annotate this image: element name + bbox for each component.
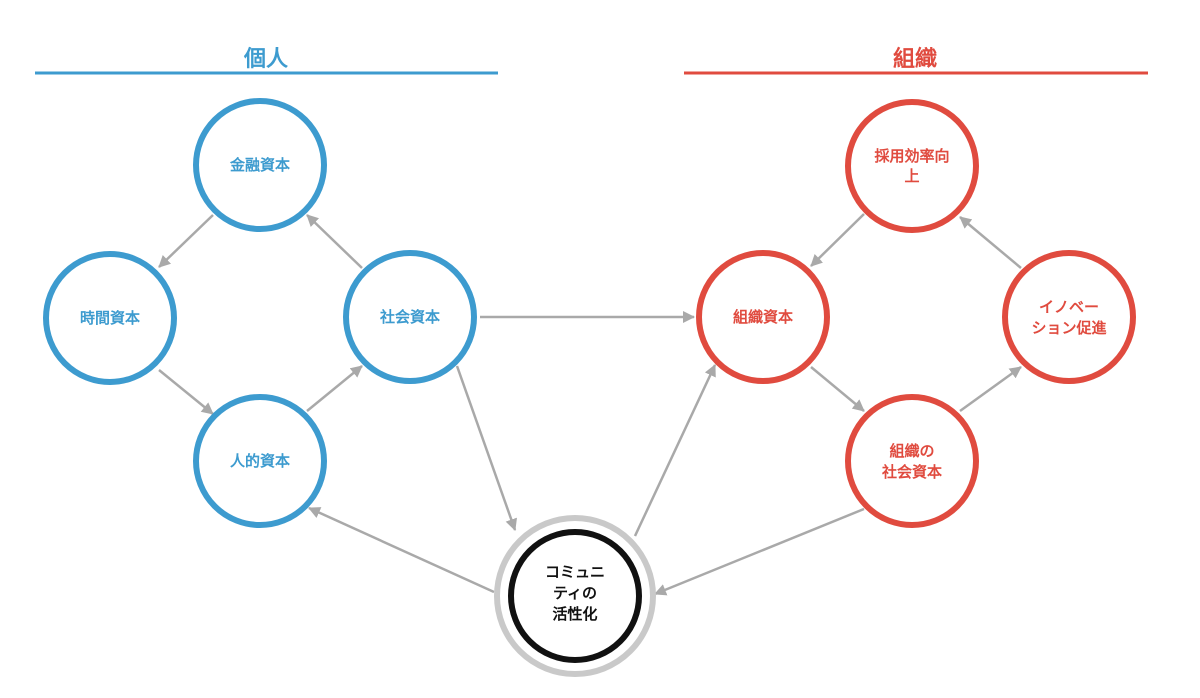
- arrow-community-to-org-capital: [633, 364, 717, 537]
- node-org-social-label-line2: 社会資本: [881, 463, 942, 481]
- node-org-capital: 組織資本: [696, 250, 830, 384]
- node-social-capital: 社会資本: [343, 250, 477, 384]
- node-time-capital: 時間資本: [43, 251, 177, 385]
- node-time-circle: [43, 251, 177, 385]
- arrow-social-to-financial: [306, 214, 363, 269]
- node-financial-label: 金融資本: [229, 156, 290, 174]
- arrow-org-social-to-innovation: [959, 365, 1022, 413]
- node-innovation-label-line2: ション促進: [1031, 319, 1107, 337]
- arrow-financial-to-time: [158, 214, 214, 268]
- personal-header-title: 個人: [243, 47, 288, 72]
- node-hiring-efficiency: 採用効率向 上: [845, 99, 979, 233]
- node-community-label-line3: 活性化: [552, 605, 597, 623]
- personal-section-header: 個人: [35, 47, 498, 75]
- node-financial-circle: [193, 98, 327, 232]
- node-org-capital-label: 組織資本: [733, 308, 793, 326]
- arrow-hiring-to-org-capital: [810, 213, 865, 267]
- arrow-community-to-human: [308, 506, 495, 594]
- node-time-label: 時間資本: [80, 309, 140, 327]
- node-innovation: イノベー ション促進: [1002, 250, 1136, 384]
- node-community-inner-circle: [508, 529, 642, 663]
- arrow-innovation-to-hiring: [959, 216, 1022, 269]
- node-community-label-line1: コミュニ: [545, 563, 605, 581]
- node-human-label: 人的資本: [230, 452, 290, 470]
- node-community-label-line2: ティの: [553, 584, 597, 602]
- organization-header-title: 組織: [893, 46, 937, 72]
- node-community-activation: コミュニ ティの 活性化: [494, 515, 656, 677]
- arrow-time-to-human: [158, 369, 214, 415]
- node-hiring-label-line1: 採用効率向: [874, 147, 949, 165]
- node-financial-capital: 金融資本: [193, 98, 327, 232]
- node-hiring-label-line2: 上: [904, 167, 919, 185]
- node-social-circle: [343, 250, 477, 384]
- arrow-org-capital-to-org-social: [810, 366, 865, 412]
- node-human-capital: 人的資本: [193, 394, 327, 528]
- organization-section-header: 組織: [684, 46, 1148, 75]
- node-org-social-circle: [845, 394, 979, 528]
- node-innovation-label-line1: イノベー: [1039, 298, 1099, 316]
- node-hiring-circle: [845, 99, 979, 233]
- arrows-layer: [158, 213, 1022, 596]
- arrow-human-to-social: [306, 365, 363, 412]
- node-human-circle: [193, 394, 327, 528]
- arrow-social-to-community: [455, 365, 517, 531]
- node-innovation-circle: [1002, 250, 1136, 384]
- node-social-label: 社会資本: [379, 308, 440, 326]
- arrow-org-social-to-community: [654, 507, 865, 596]
- node-org-social-label-line1: 組織の: [889, 442, 934, 460]
- node-org-social-capital: 組織の 社会資本: [845, 394, 979, 528]
- node-org-capital-circle: [696, 250, 830, 384]
